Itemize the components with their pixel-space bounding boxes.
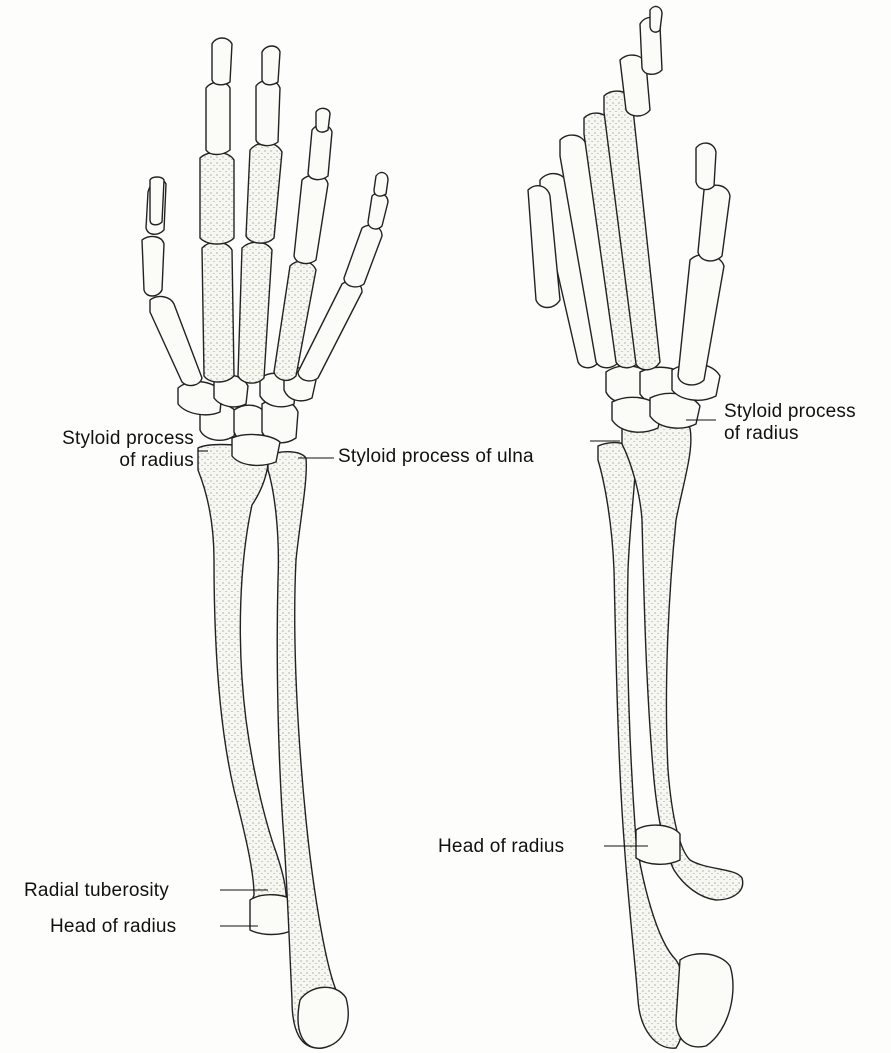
right-fingers: [528, 7, 662, 370]
label-right-styloid-process-of-radius: Styloid process of radius: [724, 401, 856, 445]
label-right-head-radius-text: Head of radius: [438, 836, 564, 857]
label-left-styloid-ulna-text: Styloid process of ulna: [338, 446, 534, 467]
label-right-styloid-radius-text: Styloid process of radius: [724, 401, 856, 444]
left-thumb: [142, 177, 202, 385]
label-left-radial-tuberosity-text: Radial tuberosity: [24, 880, 169, 901]
label-left-styloid-process-of-ulna: Styloid process of ulna: [338, 446, 534, 468]
left-radius-head: [250, 895, 292, 935]
left-forearm-hand: [142, 38, 388, 1048]
right-olecranon: [676, 954, 733, 1047]
label-left-head-radius-text: Head of radius: [50, 916, 176, 937]
left-index-finger: [200, 38, 234, 382]
right-radius-head: [636, 825, 680, 864]
left-ulna-olecranon: [298, 987, 348, 1048]
right-forearm-hand: [528, 7, 743, 1049]
right-thumb: [678, 143, 730, 385]
label-left-styloid-radius-text: Styloid process of radius: [62, 428, 194, 471]
left-ulna-bone: [268, 452, 344, 1048]
label-right-head-of-radius: Head of radius: [438, 836, 564, 858]
left-middle-finger: [238, 46, 282, 383]
label-left-radial-tuberosity: Radial tuberosity: [24, 880, 169, 902]
label-left-styloid-process-of-radius: Styloid process of radius: [2, 428, 194, 472]
label-left-head-of-radius: Head of radius: [50, 916, 176, 938]
left-radius-bone: [198, 445, 286, 934]
